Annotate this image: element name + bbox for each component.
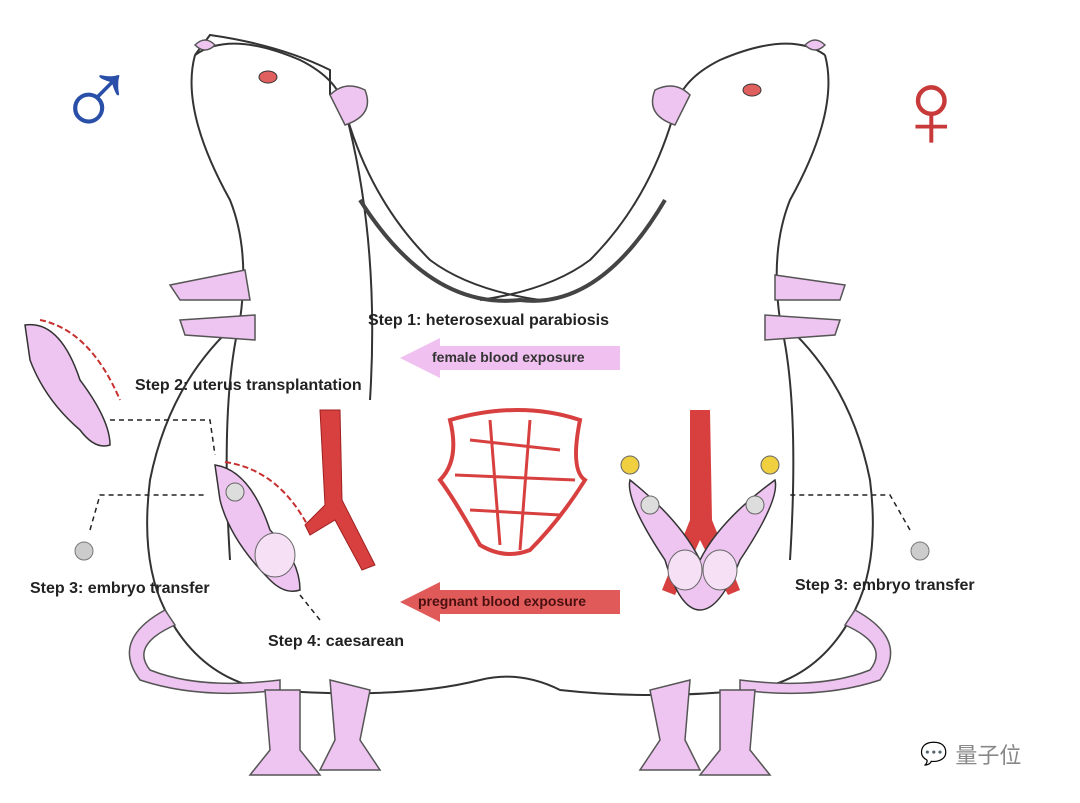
right-tail [739,609,892,695]
recipient-uterus-female [620,410,780,611]
female-symbol: ♀ [890,48,973,171]
right-forepaw-lower [764,314,842,341]
transplanted-uterus [214,461,311,592]
right-eye [742,83,762,97]
step1-label: Step 1: heterosexual parabiosis [368,312,609,329]
left-hindleg-2 [318,679,382,771]
pregnant-blood-exposure-label: pregnant blood exposure [418,593,587,609]
watermark-text: 量子位 [955,743,1022,768]
step3-right-label: Step 3: embryo transfer [795,577,975,594]
left-ear [329,85,369,126]
pregnant-blood-arrow [400,582,620,622]
right-forepaw-upper [774,274,846,301]
eyes [258,70,762,97]
pink-limbs [128,39,892,776]
watermark: 💬 量子位 [920,738,1021,770]
donor-uterus [24,319,121,447]
right-hindleg [698,689,772,776]
left-forepaw-upper [168,269,251,301]
left-eye [258,70,278,84]
aorta-vessel [304,409,376,571]
female-blood-arrow [400,338,620,378]
embryo-dots [74,541,930,561]
left-rat-head [194,33,331,95]
dashed-arrows [89,419,911,621]
step4-label: Step 4: caesarean [268,633,405,650]
right-hindleg-2 [638,679,702,771]
female-blood-exposure-label: female blood exposure [432,349,585,365]
left-nose [193,39,217,51]
left-rat-body [146,42,541,691]
left-forepaw-lower [178,314,256,341]
male-symbol: ♂ [55,38,138,161]
right-ear [651,85,691,126]
step3-left-label: Step 3: embryo transfer [30,580,210,597]
left-hindleg [248,689,322,776]
chat-bubbles-icon: 💬 [920,741,948,766]
step2-label: Step 2: uterus transplantation [135,377,362,394]
vascular-network [437,408,588,556]
rat-outlines [146,33,874,696]
left-tail [128,609,281,695]
right-nose [803,39,827,51]
neck-join [358,198,667,303]
